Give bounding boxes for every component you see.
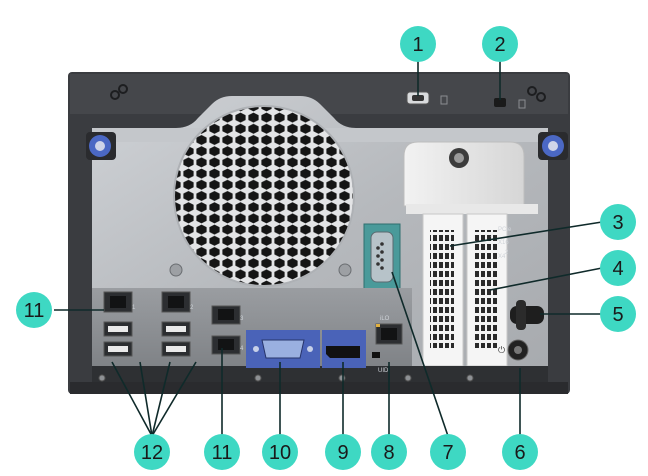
callout-9: 9 — [325, 434, 361, 470]
uid-button[interactable] — [372, 352, 380, 358]
callout-6: 6 — [502, 434, 538, 470]
callout-12: 12 — [134, 434, 170, 470]
lock-icon[interactable] — [406, 91, 430, 105]
handle-loop-right — [527, 86, 546, 102]
callout-11-bottom: 11 — [204, 434, 240, 470]
svg-text:7: 7 — [442, 442, 453, 464]
slot2-label: 2 — [505, 250, 509, 256]
svg-text:11: 11 — [24, 300, 45, 322]
callout-5: 5 — [600, 296, 636, 332]
x16-label: X16 — [498, 240, 509, 246]
pcie-label: PCIe — [498, 227, 512, 233]
displayport[interactable] — [322, 330, 366, 368]
usb-port[interactable] — [161, 341, 191, 357]
svg-text:10: 10 — [269, 442, 291, 464]
thumbscrew-icon — [538, 132, 568, 160]
vga-port[interactable] — [246, 330, 320, 368]
leader-lines — [54, 58, 603, 437]
nic-port-3[interactable] — [211, 305, 241, 325]
fan-grille-icon — [173, 105, 355, 287]
nic-port-1[interactable] — [103, 291, 133, 313]
svg-text:4: 4 — [612, 258, 623, 280]
svg-text:1: 1 — [412, 34, 423, 56]
svg-text:12: 12 — [141, 442, 163, 464]
nic-port-2[interactable] — [161, 291, 191, 313]
usb-port[interactable] — [161, 321, 191, 337]
svg-text:3: 3 — [612, 212, 623, 234]
pcie-slot-2[interactable] — [466, 213, 508, 367]
callout-4: 4 — [600, 250, 636, 286]
callout-7: 7 — [430, 434, 466, 470]
latch-icon[interactable] — [510, 300, 544, 330]
power-symbol: ⏻ — [498, 345, 505, 356]
thumbscrew-icon — [86, 132, 116, 160]
nic-port-4[interactable] — [211, 335, 241, 355]
svg-text:8: 8 — [383, 442, 394, 464]
callout-10: 10 — [262, 434, 298, 470]
svg-text:6: 6 — [514, 442, 525, 464]
svg-text:9: 9 — [337, 442, 348, 464]
usb-port[interactable] — [103, 321, 133, 337]
power-icon[interactable] — [507, 339, 529, 361]
x4-label: X4 — [498, 254, 506, 260]
svg-text:5: 5 — [612, 304, 623, 326]
grille-screws — [169, 263, 352, 277]
callout-11-left: 11 — [16, 292, 52, 328]
callout-8: 8 — [371, 434, 407, 470]
pcie-riser-bracket — [403, 141, 538, 214]
uid-label: UID — [378, 368, 389, 374]
usb-port[interactable] — [103, 341, 133, 357]
serial-port[interactable] — [363, 223, 401, 291]
handle-loop-left — [110, 84, 128, 100]
svg-text:2: 2 — [494, 34, 505, 56]
ilo-label: iLO — [380, 316, 390, 322]
pcie-slot-1[interactable] — [422, 213, 464, 367]
ilo-port[interactable] — [375, 323, 403, 345]
svg-text:11: 11 — [212, 442, 233, 464]
callout-2: 2 — [482, 26, 518, 62]
nic3-label: 3 — [240, 316, 244, 322]
callout-3: 3 — [600, 204, 636, 240]
callout-group: 1 2 3 4 5 6 7 8 9 10 11 11 12 — [16, 26, 636, 470]
security-slot-icon[interactable] — [494, 98, 506, 107]
nic2-label: 2 — [190, 305, 194, 311]
nic4-label: 4 — [240, 346, 244, 352]
nic1-label: 1 — [132, 305, 136, 311]
callout-1: 1 — [400, 26, 436, 62]
